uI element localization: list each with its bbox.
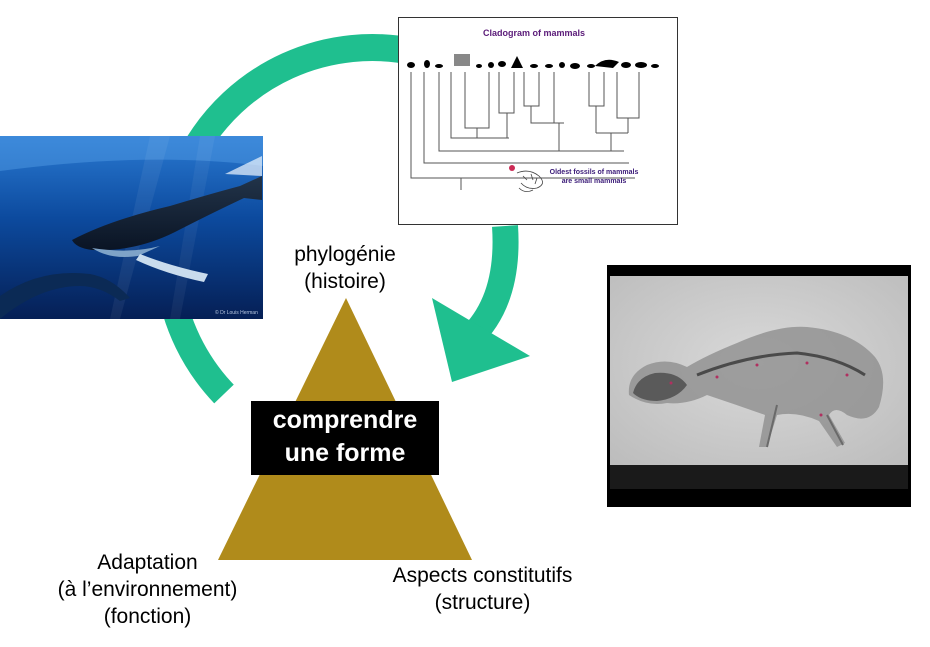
label-adaptation: Adaptation (à l’environnement) (fonction… [30, 549, 265, 630]
cycle-arrow-descending [460, 225, 519, 348]
center-box: comprendre une forme [251, 401, 439, 475]
whale-image: © Dr Louis Herman [0, 136, 263, 319]
center-box-line1: comprendre [272, 406, 418, 434]
center-box-line2: une forme [284, 439, 406, 467]
label-structure-line1: Aspects constitutifs [392, 564, 573, 587]
whale-photo: © Dr Louis Herman [0, 136, 263, 319]
label-structure: Aspects constitutifs (structure) [370, 562, 595, 616]
cladogram-note-line1: Oldest fossils of mammals [549, 169, 639, 176]
xray-image [610, 276, 908, 489]
photo-copyright: © Dr Louis Herman [215, 309, 258, 316]
label-adaptation-line3: (fonction) [103, 605, 192, 628]
label-phylogeny-line1: phylogénie [294, 243, 396, 266]
cladogram-panel: Cladogram of mammals [398, 17, 678, 225]
label-adaptation-line2: (à l’environnement) [57, 578, 238, 601]
cladogram-note-line2: are small mammals [561, 178, 627, 185]
fossil-marker [509, 165, 515, 171]
cladogram-note: Oldest fossils of mammals are small mamm… [539, 168, 649, 186]
label-phylogeny-line2: (histoire) [304, 270, 386, 293]
label-phylogeny: phylogénie (histoire) [260, 241, 430, 295]
label-adaptation-line1: Adaptation [97, 551, 198, 574]
cladogram-tree [407, 54, 659, 192]
xray-photo [607, 265, 911, 507]
label-structure-line2: (structure) [434, 591, 531, 614]
cladogram-title: Cladogram of mammals [482, 28, 586, 38]
cycle-arrow-head [432, 298, 530, 382]
